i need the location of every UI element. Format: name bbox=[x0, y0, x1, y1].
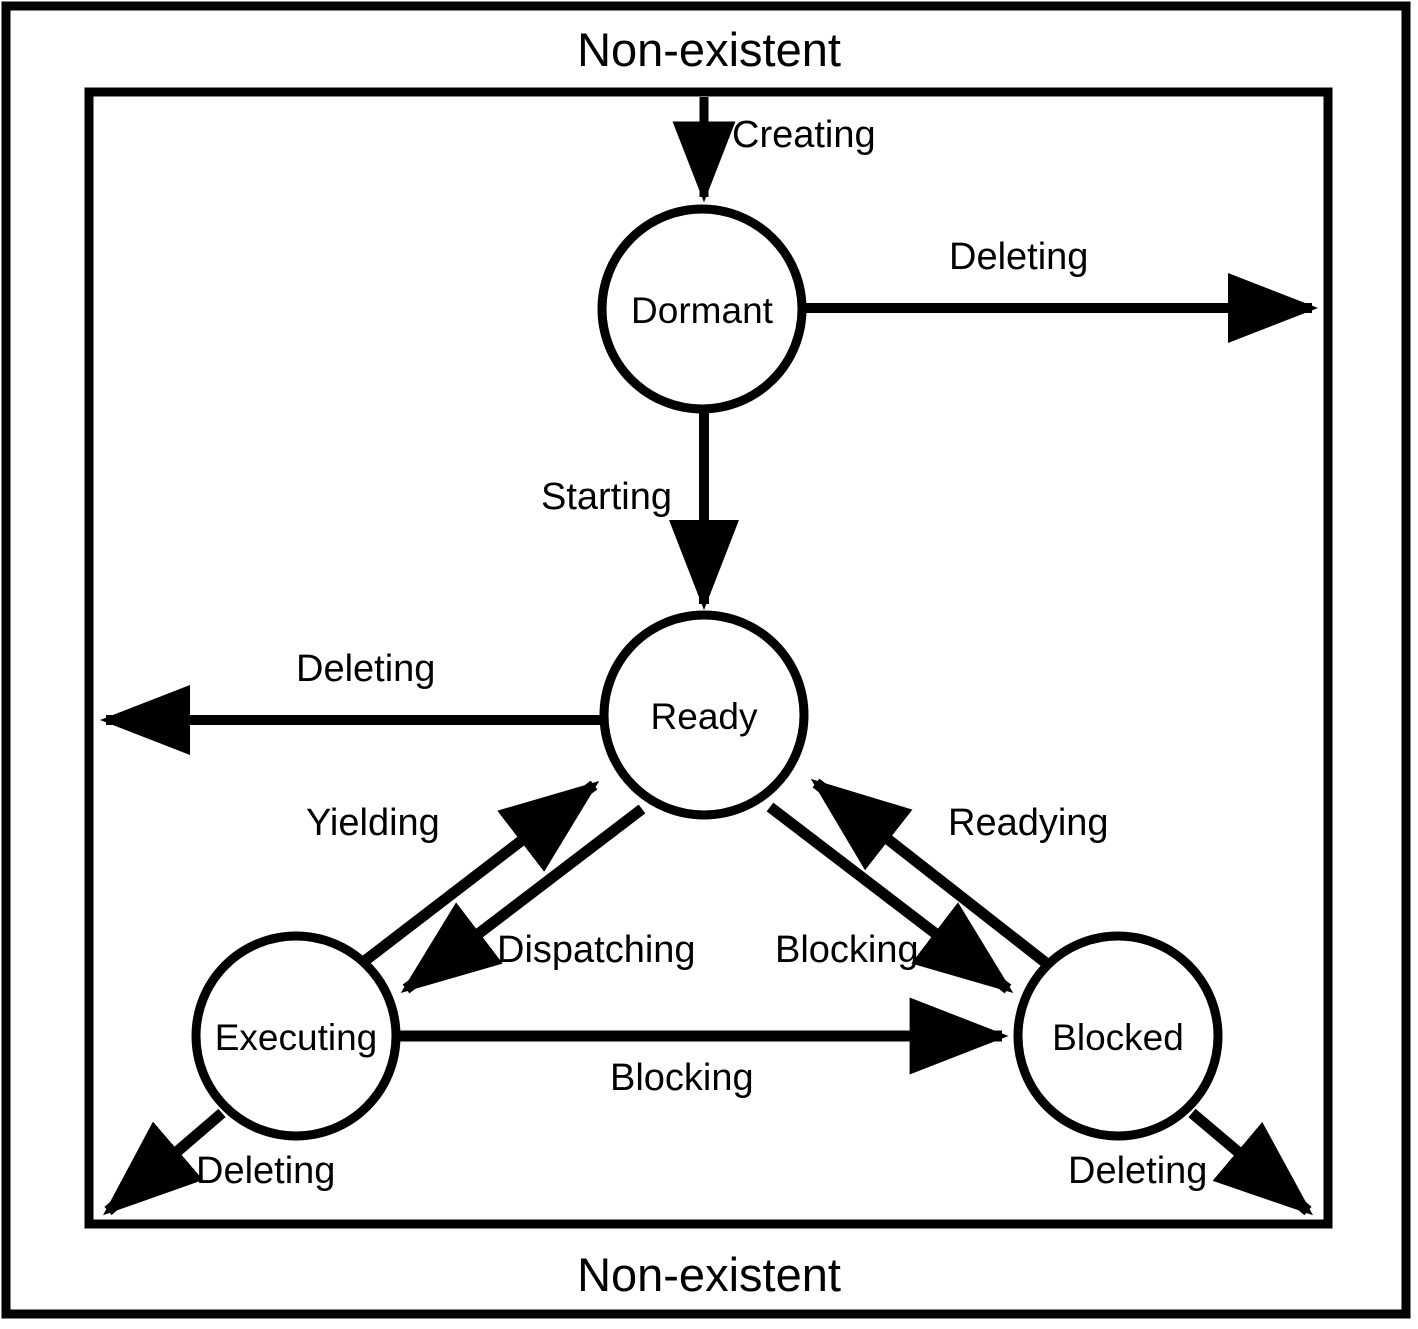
state-label-executing: Executing bbox=[214, 1017, 378, 1058]
transition-label-blocking-executing: Blocking bbox=[610, 1057, 754, 1099]
region-label-top: Non-existent bbox=[577, 23, 841, 76]
state-circle-dormant[interactable] bbox=[597, 204, 807, 414]
transition-label-starting: Starting bbox=[541, 476, 672, 518]
transition-label-creating: Creating bbox=[732, 114, 876, 156]
state-label-blocked: Blocked bbox=[1052, 1017, 1184, 1058]
state-circle-executing[interactable] bbox=[191, 931, 401, 1141]
state-label-ready: Ready bbox=[650, 696, 758, 737]
transition-label-deleting-dormant: Deleting bbox=[949, 236, 1089, 278]
region-label-bottom: Non-existent bbox=[577, 1248, 841, 1301]
state-label-dormant: Dormant bbox=[631, 290, 773, 331]
transition-label-deleting-executing: Deleting bbox=[196, 1150, 336, 1192]
state-circle-blocked[interactable] bbox=[1013, 931, 1223, 1141]
transition-label-deleting-ready: Deleting bbox=[296, 648, 436, 690]
arrow-dispatching bbox=[400, 804, 646, 994]
arrow-yielding bbox=[358, 780, 600, 968]
transition-label-dispatching: Dispatching bbox=[497, 929, 696, 971]
state-circle-ready[interactable] bbox=[599, 610, 809, 820]
arrow-deleting-blocked bbox=[1188, 1108, 1314, 1216]
arrow-deleting-executing bbox=[102, 1108, 226, 1216]
transition-label-deleting-blocked: Deleting bbox=[1068, 1150, 1208, 1192]
transition-label-yielding: Yielding bbox=[306, 802, 440, 844]
transition-label-readying: Readying bbox=[948, 802, 1109, 844]
arrow-blocking-ready bbox=[766, 802, 1014, 994]
transition-label-blocking-ready: Blocking bbox=[775, 929, 919, 971]
inner-region-box bbox=[84, 87, 1333, 1229]
